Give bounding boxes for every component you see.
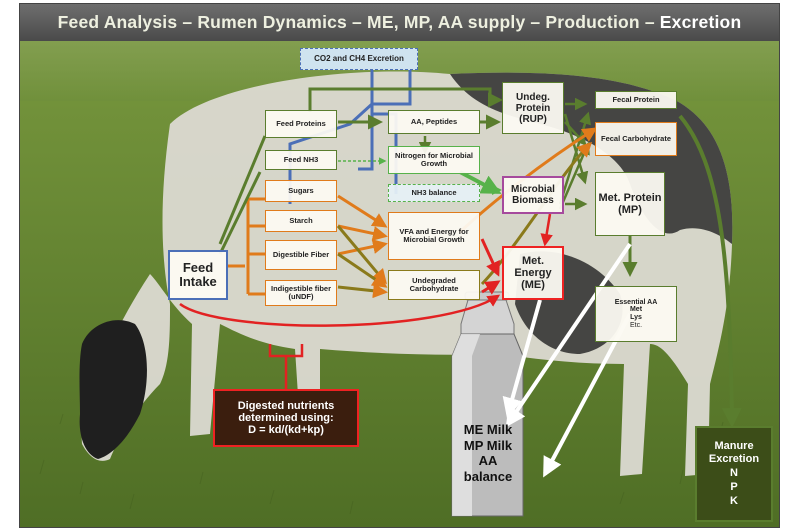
fecal-carbohydrate-box: Fecal Carbohydrate bbox=[595, 122, 677, 156]
aa-peptides-box: AA, Peptides bbox=[388, 110, 480, 134]
manure-k: K bbox=[730, 494, 738, 507]
feed-nh3-box: Feed NH3 bbox=[265, 150, 337, 170]
sugars-box: Sugars bbox=[265, 180, 337, 202]
diagram-panel: Feed Analysis – Rumen Dynamics – ME, MP,… bbox=[19, 3, 780, 528]
digestible-fiber-box: Digestible Fiber bbox=[265, 240, 337, 270]
flow-arrows bbox=[179, 69, 742, 478]
title-main: Feed Analysis – Rumen Dynamics – ME, MP,… bbox=[57, 12, 655, 32]
digested-line-1: Digested nutrients bbox=[237, 399, 335, 412]
manure-excretion-box: Manure Excretion N P K bbox=[695, 426, 773, 522]
title-highlight: Excretion bbox=[659, 12, 742, 32]
essential-aa-lys: Lys bbox=[630, 314, 642, 321]
microbial-biomass-box: Microbial Biomass bbox=[502, 176, 564, 214]
vfa-energy-box: VFA and Energy for Microbial Growth bbox=[388, 212, 480, 260]
milk-can bbox=[451, 291, 524, 517]
manure-p: P bbox=[730, 480, 738, 493]
milk-line-2: MP Milk bbox=[463, 437, 513, 453]
essential-aa-label: Essential AA bbox=[614, 298, 658, 306]
undegraded-carbohydrate-box: Undegraded Carbohydrate bbox=[388, 270, 480, 300]
co2-ch4-excretion-box: CO2 and CH4 Excretion bbox=[300, 48, 418, 70]
milk-line-4: balance bbox=[463, 468, 513, 484]
starch-box: Starch bbox=[265, 210, 337, 232]
met-protein-box: Met. Protein (MP) bbox=[595, 172, 665, 236]
digested-line-2: determined using: bbox=[238, 411, 334, 424]
nitrogen-microbial-growth-box: Nitrogen for Microbial Growth bbox=[388, 146, 480, 174]
manure-line-1: Manure bbox=[714, 439, 754, 452]
essential-aa-met: Met bbox=[629, 306, 643, 314]
fecal-protein-box: Fecal Protein bbox=[595, 91, 677, 109]
milk-can-label: ME Milk MP Milk AA balance bbox=[454, 422, 522, 484]
digested-formula: D = kd/(kd+kp) bbox=[248, 424, 324, 437]
feed-proteins-box: Feed Proteins bbox=[265, 110, 337, 138]
milk-line-3: AA bbox=[478, 453, 498, 469]
nh3-balance-box: NH3 balance bbox=[388, 184, 480, 202]
manure-n: N bbox=[730, 467, 738, 480]
digested-nutrients-box: Digested nutrients determined using: D =… bbox=[213, 389, 359, 447]
indigestible-fiber-box: Indigestible fiber (uNDF) bbox=[265, 280, 337, 306]
diagram-title: Feed Analysis – Rumen Dynamics – ME, MP,… bbox=[20, 4, 779, 41]
undeg-protein-box: Undeg. Protein (RUP) bbox=[502, 82, 564, 134]
met-energy-box: Met. Energy (ME) bbox=[502, 246, 564, 300]
feed-intake-box: Feed Intake bbox=[168, 250, 228, 300]
essential-aa-etc: Etc. bbox=[629, 321, 643, 329]
milk-line-1: ME Milk bbox=[463, 422, 513, 437]
manure-line-2: Excretion bbox=[708, 453, 760, 466]
essential-aa-box: Essential AA Met Lys Etc. bbox=[595, 286, 677, 342]
